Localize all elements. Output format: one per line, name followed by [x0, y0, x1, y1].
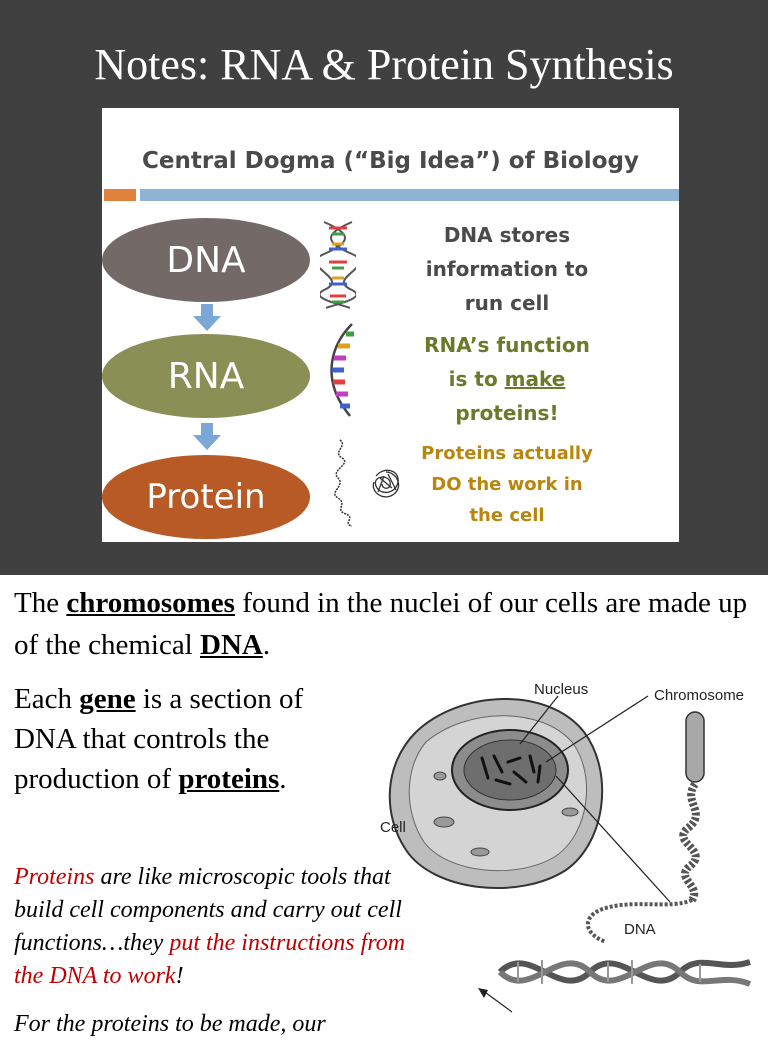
protein-function-line: the cell [469, 505, 545, 526]
label-chromosome: Chromosome [654, 687, 744, 704]
label-dna: DNA [624, 921, 656, 938]
dna-function-line: DNA stores [443, 223, 571, 247]
pointer-lines [481, 695, 671, 1013]
nucleus-inner [463, 739, 557, 801]
text-fragment: The [14, 587, 67, 619]
gene-paragraph: Each gene is a section of DNA that contr… [14, 679, 354, 799]
rna-function-text: RNA’s function is to make proteins! [402, 328, 612, 430]
text-fragment: is a section of DNA that controls the pr… [14, 683, 304, 795]
central-dogma-panel: Central Dogma (“Big Idea”) of Biology DN… [102, 108, 679, 542]
rna-function-emphasis: make [504, 367, 566, 391]
rna-function-line: RNA’s function [424, 333, 590, 357]
dna-function-line: information to [425, 257, 589, 281]
accent-bar-orange [104, 189, 136, 201]
protein-function-text: Proteins actually DO the work in the cel… [402, 438, 612, 531]
protein-function-line: DO the work in [431, 474, 583, 495]
down-arrow-icon [193, 423, 221, 450]
highlight-phrase: put the instructions from the DNA to wor… [14, 930, 406, 989]
protein-stage: Protein [102, 455, 310, 539]
chromosomes [480, 754, 542, 786]
dna-helix-diagram [497, 959, 752, 987]
rna-function-line: proteins! [455, 401, 559, 425]
slide-header: Notes: RNA & Protein Synthesis Central D… [0, 0, 768, 575]
chromosomes-paragraph: The chromosomes found in the nuclei of o… [14, 582, 759, 666]
term-proteins: proteins [178, 763, 280, 795]
text-fragment: found in the nuclei of our cells are mad… [14, 587, 748, 661]
term-dna: DNA [200, 629, 263, 661]
dna-stage: DNA [102, 218, 310, 302]
accent-bar-blue [140, 189, 679, 201]
term-chromosomes: chromosomes [66, 587, 235, 619]
text-fragment: . [279, 763, 287, 795]
text-fragment: are like microscopic tools that build ce… [14, 864, 402, 956]
text-fragment: ! [175, 963, 184, 989]
organelles [433, 771, 579, 857]
arrowhead-icon [478, 988, 488, 998]
protein-chain-icon [334, 439, 400, 527]
text-fragment: . [262, 629, 271, 661]
chromatin-coil [679, 781, 700, 903]
label-cell: Cell [380, 819, 406, 836]
dna-function-line: run cell [464, 291, 550, 315]
panel-title: Central Dogma (“Big Idea”) of Biology [142, 148, 639, 174]
label-nucleus: Nucleus [534, 681, 588, 698]
cell-diagram: Nucleus Chromosome Cell DNA [380, 681, 752, 1013]
dna-function-text: DNA stores information to run cell [402, 218, 612, 320]
rna-function-fragment: is to [448, 367, 505, 391]
chromosome-zoomed [685, 711, 705, 783]
proteins-paragraph: Proteins are like microscopic tools that… [14, 861, 434, 993]
text-fragment: Each [14, 683, 80, 715]
protein-function-line: Proteins actually [421, 443, 593, 464]
term-proteins-highlight: Proteins [14, 864, 95, 890]
dna-strand [586, 898, 693, 944]
rna-strand-icon [330, 323, 354, 417]
rna-function-line: is to make [402, 362, 612, 396]
dna-helix-icon [320, 221, 356, 309]
term-gene: gene [79, 683, 136, 715]
slide-title: Notes: RNA & Protein Synthesis [94, 40, 674, 89]
rna-stage: RNA [102, 334, 310, 418]
down-arrow-icon [193, 304, 221, 331]
